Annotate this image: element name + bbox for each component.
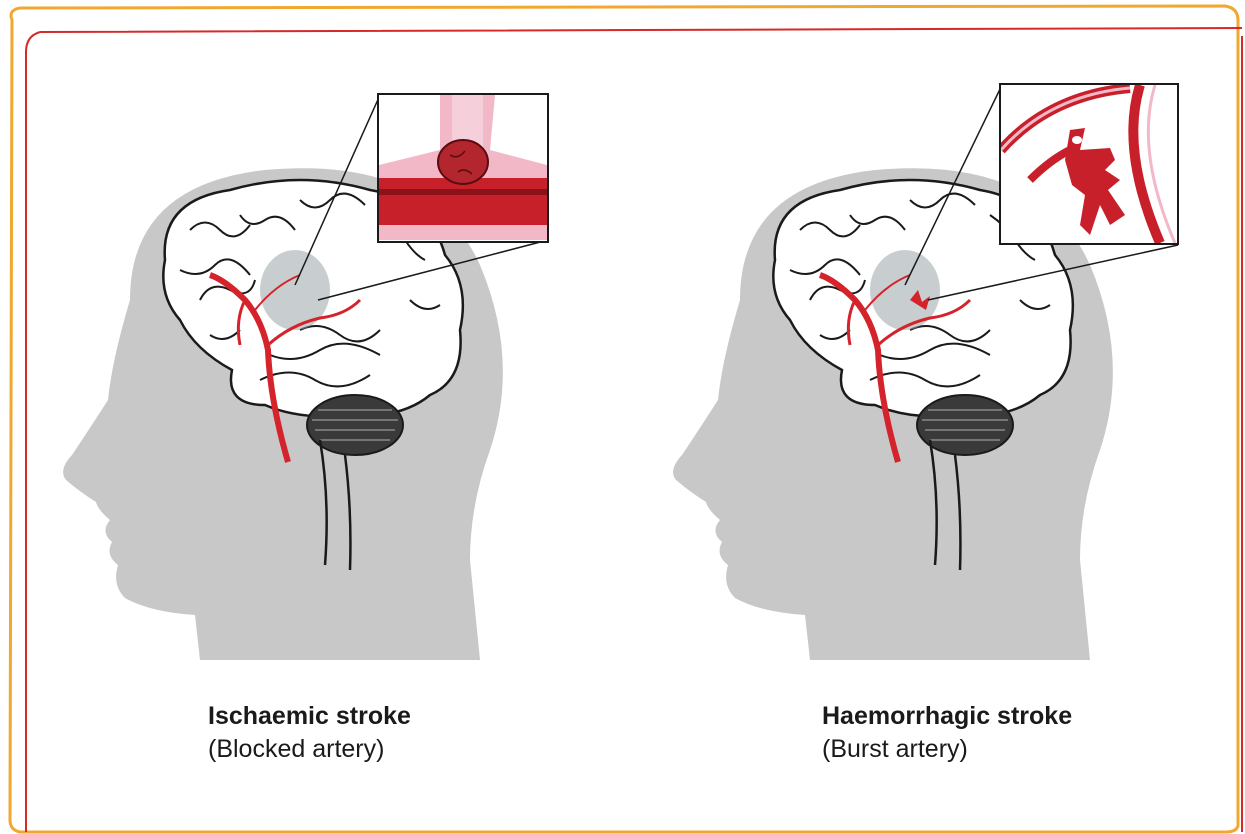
ischaemic-panel: Ischaemic stroke (Blocked artery): [0, 0, 620, 834]
haemorrhagic-head-illustration: [610, 0, 1230, 700]
ischaemic-caption: Ischaemic stroke (Blocked artery): [208, 700, 411, 766]
caption-title: Ischaemic stroke: [208, 700, 411, 732]
haemorrhagic-caption: Haemorrhagic stroke (Burst artery): [822, 700, 1072, 766]
ischaemic-head-illustration: [0, 0, 620, 700]
caption-subtitle: (Burst artery): [822, 732, 1072, 766]
burst-artery-bleed-icon: [1000, 84, 1178, 244]
caption-title: Haemorrhagic stroke: [822, 700, 1072, 732]
caption-subtitle: (Blocked artery): [208, 732, 411, 766]
blocked-artery-clot-icon: [378, 94, 548, 242]
haemorrhagic-panel: Haemorrhagic stroke (Burst artery): [610, 0, 1230, 834]
